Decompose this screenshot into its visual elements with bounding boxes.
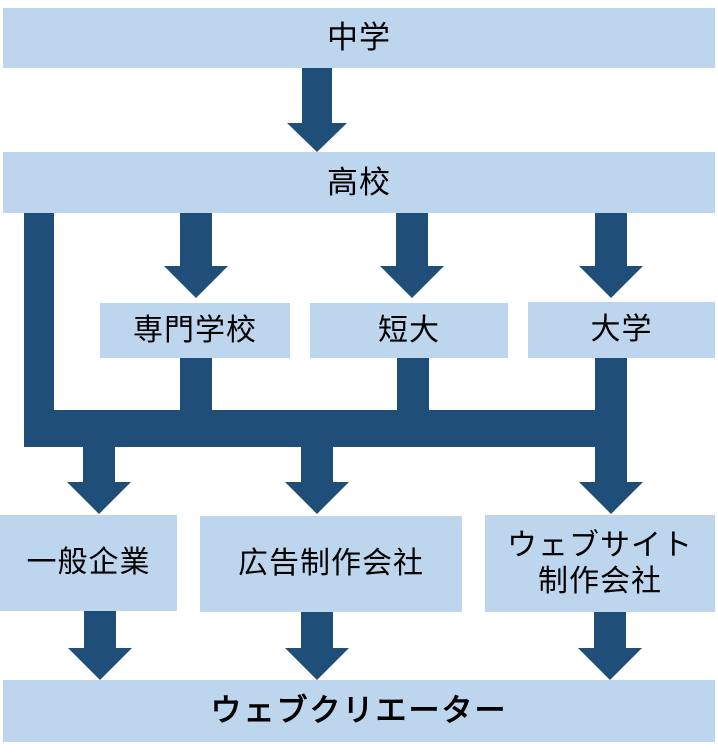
connector-highschool-direct-line — [24, 213, 54, 447]
node-middle-school-label: 中学 — [327, 20, 391, 56]
arrow-websitecompany-webcreator-stem — [594, 612, 626, 648]
node-vocational-school-label: 専門学校 — [133, 313, 257, 347]
arrow-highschool-vocational-head — [164, 266, 228, 298]
node-high-school-label: 高校 — [327, 164, 391, 200]
arrow-generalcompany-webcreator-head — [68, 648, 132, 680]
arrow-middleschool-highschool-head — [287, 123, 347, 152]
node-web-creator-label: ウェブクリエーター — [210, 693, 508, 729]
connector-juniorcollege-mergebar-stem — [397, 358, 429, 410]
node-ad-production-company: 広告制作会社 — [200, 516, 462, 612]
node-web-creator: ウェブクリエーター — [3, 680, 715, 742]
arrow-mergebar-generalcompany-head — [67, 482, 131, 514]
arrow-highschool-vocational-stem — [180, 213, 212, 266]
node-middle-school: 中学 — [3, 8, 715, 68]
connector-vocational-mergebar-stem — [180, 358, 212, 410]
arrow-mergebar-websitecompany-head — [579, 482, 643, 514]
arrow-highschool-juniorcollege-head — [380, 266, 444, 298]
arrow-mergebar-adcompany-stem — [301, 447, 333, 482]
arrow-highschool-university-stem — [595, 213, 627, 266]
arrow-highschool-juniorcollege-stem — [396, 213, 428, 266]
arrow-adcompany-webcreator-stem — [301, 612, 333, 648]
arrow-websitecompany-webcreator-head — [578, 648, 642, 680]
node-university-label: 大学 — [590, 313, 653, 346]
node-ad-production-company-label: 広告制作会社 — [238, 547, 424, 580]
node-junior-college: 短大 — [310, 303, 508, 358]
connector-merge-bar — [24, 410, 627, 447]
node-university: 大学 — [528, 302, 715, 358]
node-general-company: 一般企業 — [0, 515, 177, 611]
arrow-adcompany-webcreator-head — [285, 648, 349, 680]
arrow-mergebar-generalcompany-stem — [83, 447, 115, 482]
arrow-generalcompany-webcreator-stem — [84, 611, 116, 648]
arrow-highschool-university-head — [579, 266, 643, 298]
node-high-school: 高校 — [3, 152, 715, 213]
node-vocational-school: 専門学校 — [100, 303, 290, 358]
arrow-mergebar-adcompany-head — [285, 482, 349, 514]
node-website-production-company-label-line1: ウェブサイト — [507, 528, 693, 562]
node-website-production-company-label-line2: 制作会社 — [538, 564, 662, 598]
node-junior-college-label: 短大 — [378, 313, 440, 347]
node-website-production-company: ウェブサイト 制作会社 — [485, 515, 715, 612]
node-general-company-label: 一般企業 — [26, 546, 151, 579]
arrow-middleschool-highschool-stem — [302, 68, 332, 123]
